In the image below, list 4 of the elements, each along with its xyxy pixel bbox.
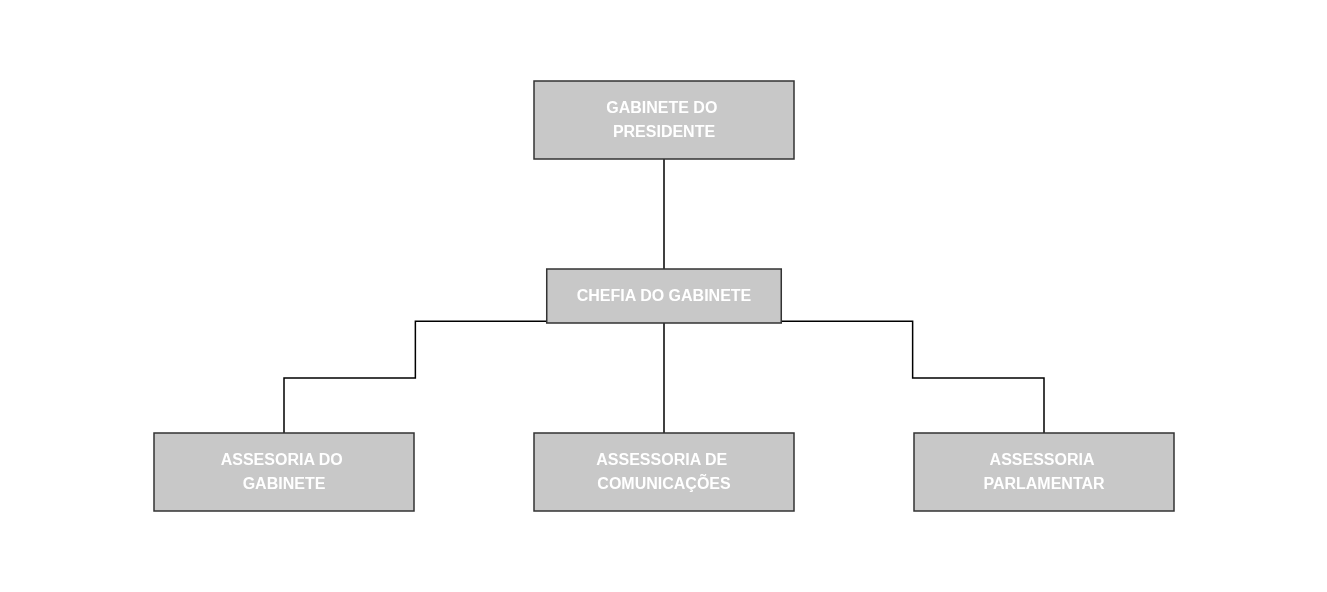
connector [662,158,665,270]
connector [282,320,547,434]
connector [662,322,665,434]
connector [780,320,1045,434]
